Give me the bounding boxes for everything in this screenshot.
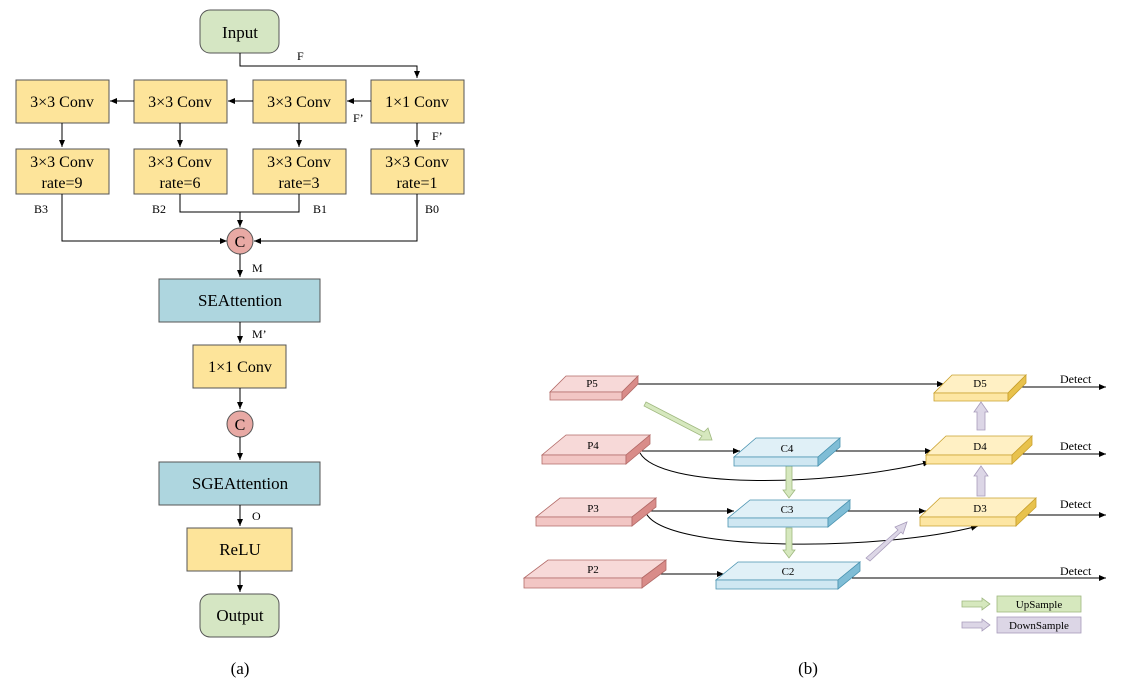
- concat-node-1: C: [226, 227, 254, 255]
- dilated-conv-rate9: 3×3 Conv rate=9: [15, 148, 110, 195]
- node-C2-label: C2: [782, 566, 795, 578]
- edge-P4-to-D4-curve: [639, 452, 931, 481]
- downsample-arrow-C2-D3: [865, 521, 908, 562]
- upsample-arrow-P5-C4: [643, 401, 713, 441]
- edge-input-to-conv1x1: [239, 53, 420, 78]
- node-D3: D3: [918, 497, 1038, 527]
- concat-1-symbol: C: [235, 234, 246, 251]
- node-P2: P2: [522, 559, 668, 589]
- conv1x1-mid-label: 1×1 Conv: [208, 359, 272, 376]
- legend: UpSample DownSample: [961, 595, 1082, 634]
- dilated-rate6-line1: 3×3 Conv: [148, 154, 212, 171]
- node-D5-label: D5: [973, 378, 987, 390]
- detect-label-4: Detect: [1060, 564, 1092, 578]
- label-O: O: [252, 509, 261, 523]
- conv3x3-3: 3×3 Conv: [252, 79, 347, 124]
- se-attention-node: SEAttention: [158, 278, 321, 323]
- detect-label-3: Detect: [1060, 497, 1092, 511]
- downsample-arrow-D4-D5: [973, 401, 989, 431]
- dilated-conv-rate3: 3×3 Conv rate=3: [252, 148, 347, 195]
- dilated-conv-rate1: 3×3 Conv rate=1: [370, 148, 465, 195]
- sge-attention-node: SGEAttention: [158, 461, 321, 506]
- legend-downsample: DownSample: [961, 616, 1082, 634]
- dilated-rate9-line2: rate=9: [42, 175, 83, 192]
- concat-2-symbol: C: [235, 417, 246, 434]
- downsample-arrow-D3-D4: [973, 465, 989, 497]
- conv1x1-mid: 1×1 Conv: [192, 344, 287, 389]
- input-label: Input: [222, 23, 258, 42]
- legend-downsample-label: DownSample: [1009, 620, 1069, 632]
- label-F-prime-2: F’: [432, 129, 443, 143]
- output-label: Output: [216, 606, 264, 625]
- conv3x3-2: 3×3 Conv: [133, 79, 228, 124]
- node-P3-label: P3: [587, 503, 599, 515]
- conv3x3-1-label: 3×3 Conv: [30, 94, 94, 111]
- input-node: Input: [199, 9, 280, 54]
- relu-label: ReLU: [219, 540, 261, 559]
- output-node: Output: [199, 593, 280, 638]
- label-F: F: [297, 49, 304, 63]
- label-B3: B3: [34, 202, 48, 216]
- label-B1: B1: [313, 202, 327, 216]
- node-C2: C2: [714, 561, 862, 590]
- label-M: M: [252, 261, 263, 275]
- conv3x3-3-label: 3×3 Conv: [267, 94, 331, 111]
- upsample-arrow-C3-C2: [782, 527, 796, 559]
- node-D5: D5: [933, 374, 1027, 402]
- relu-node: ReLU: [186, 527, 293, 572]
- dilated-rate3-line1: 3×3 Conv: [267, 154, 331, 171]
- node-C3: C3: [726, 499, 852, 528]
- node-P5-label: P5: [586, 378, 598, 390]
- conv1x1-top: 1×1 Conv: [370, 79, 465, 124]
- label-M-prime: M’: [252, 327, 267, 341]
- node-C4-label: C4: [781, 443, 794, 455]
- dilated-rate1-line1: 3×3 Conv: [385, 154, 449, 171]
- caption-b: (b): [798, 659, 818, 678]
- panel-b: Detect Detect Detect Detect: [522, 372, 1106, 678]
- edge-P3-to-D3-curve: [645, 512, 979, 545]
- dilated-rate1-line2: rate=1: [397, 175, 438, 192]
- node-P4: P4: [540, 434, 652, 465]
- conv3x3-2-label: 3×3 Conv: [148, 94, 212, 111]
- dilated-rate6-line2: rate=6: [160, 175, 201, 192]
- panel-a: Input F 3×3 Conv 3×3 Conv 3×3 Conv 1×1 C…: [15, 9, 465, 678]
- node-D4: D4: [924, 435, 1034, 465]
- dilated-rate3-line2: rate=3: [279, 175, 320, 192]
- legend-upsample-label: UpSample: [1016, 599, 1063, 611]
- node-C3-label: C3: [781, 504, 794, 516]
- dilated-rate9-line1: 3×3 Conv: [30, 154, 94, 171]
- label-F-prime-1: F’: [353, 111, 364, 125]
- node-P2-label: P2: [587, 564, 599, 576]
- detect-label-1: Detect: [1060, 372, 1092, 386]
- label-B2: B2: [152, 202, 166, 216]
- caption-a: (a): [231, 659, 250, 678]
- conv3x3-1: 3×3 Conv: [15, 79, 110, 124]
- edge-B3-to-concat: [61, 194, 227, 244]
- sge-attention-label: SGEAttention: [192, 474, 289, 493]
- se-attention-label: SEAttention: [198, 291, 283, 310]
- concat-node-2: C: [226, 410, 254, 438]
- detect-label-2: Detect: [1060, 439, 1092, 453]
- label-B0: B0: [425, 202, 439, 216]
- node-D3-label: D3: [973, 503, 987, 515]
- upsample-arrow-C4-C3: [782, 465, 796, 499]
- edge-B0-to-concat: [254, 194, 418, 244]
- edge-B2-B1-join: [179, 194, 300, 213]
- node-P4-label: P4: [587, 440, 599, 452]
- node-P5: P5: [549, 375, 639, 401]
- dilated-conv-rate6: 3×3 Conv rate=6: [133, 148, 228, 195]
- node-P3: P3: [534, 497, 658, 527]
- node-C4: C4: [732, 437, 842, 467]
- node-D4-label: D4: [973, 441, 987, 453]
- conv1x1-top-label: 1×1 Conv: [385, 94, 449, 111]
- legend-upsample: UpSample: [961, 595, 1082, 613]
